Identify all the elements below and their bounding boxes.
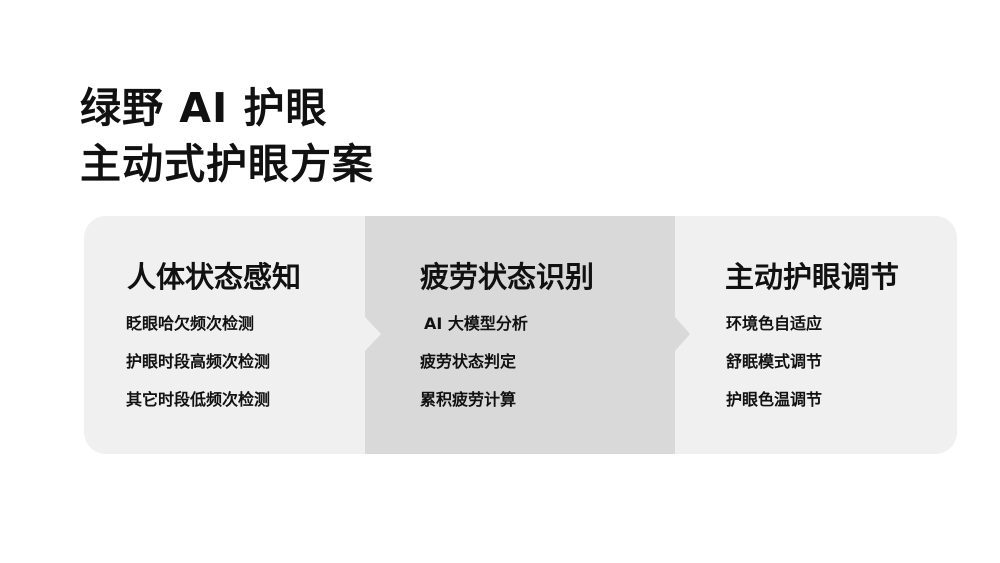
process-flow-card: 人体状态感知 眨眼哈欠频次检测 护眼时段高频次检测 其它时段低频次检测 疲劳状态… bbox=[84, 216, 957, 454]
step-item: 护眼时段高频次检测 bbox=[126, 352, 271, 371]
page-title: 绿野 AI 护眼 主动式护眼方案 bbox=[80, 80, 374, 192]
step-panel-recognition: 疲劳状态识别 AI 大模型分析 疲劳状态判定 累积疲劳计算 bbox=[365, 216, 675, 454]
step-item: 舒眠模式调节 bbox=[726, 352, 823, 371]
step-heading: 疲劳状态识别 bbox=[420, 260, 595, 294]
step-panel-perception: 人体状态感知 眨眼哈欠频次检测 护眼时段高频次检测 其它时段低频次检测 bbox=[84, 216, 365, 454]
title-line-1: 绿野 AI 护眼 bbox=[80, 84, 328, 132]
step-heading: 主动护眼调节 bbox=[725, 260, 900, 294]
step-item: 护眼色温调节 bbox=[726, 390, 823, 409]
step-item: 疲劳状态判定 bbox=[420, 352, 517, 371]
step-item: 眨眼哈欠频次检测 bbox=[126, 314, 255, 333]
step-heading: 人体状态感知 bbox=[127, 260, 302, 294]
step-item: AI 大模型分析 bbox=[424, 314, 528, 333]
arrow-right-icon bbox=[365, 317, 381, 351]
step-panel-adjustment: 主动护眼调节 环境色自适应 舒眠模式调节 护眼色温调节 bbox=[675, 216, 957, 454]
step-item: 累积疲劳计算 bbox=[420, 390, 517, 409]
step-item: 环境色自适应 bbox=[726, 314, 823, 333]
arrow-right-icon bbox=[675, 317, 690, 351]
title-line-2: 主动式护眼方案 bbox=[80, 140, 374, 188]
step-item: 其它时段低频次检测 bbox=[126, 390, 271, 409]
